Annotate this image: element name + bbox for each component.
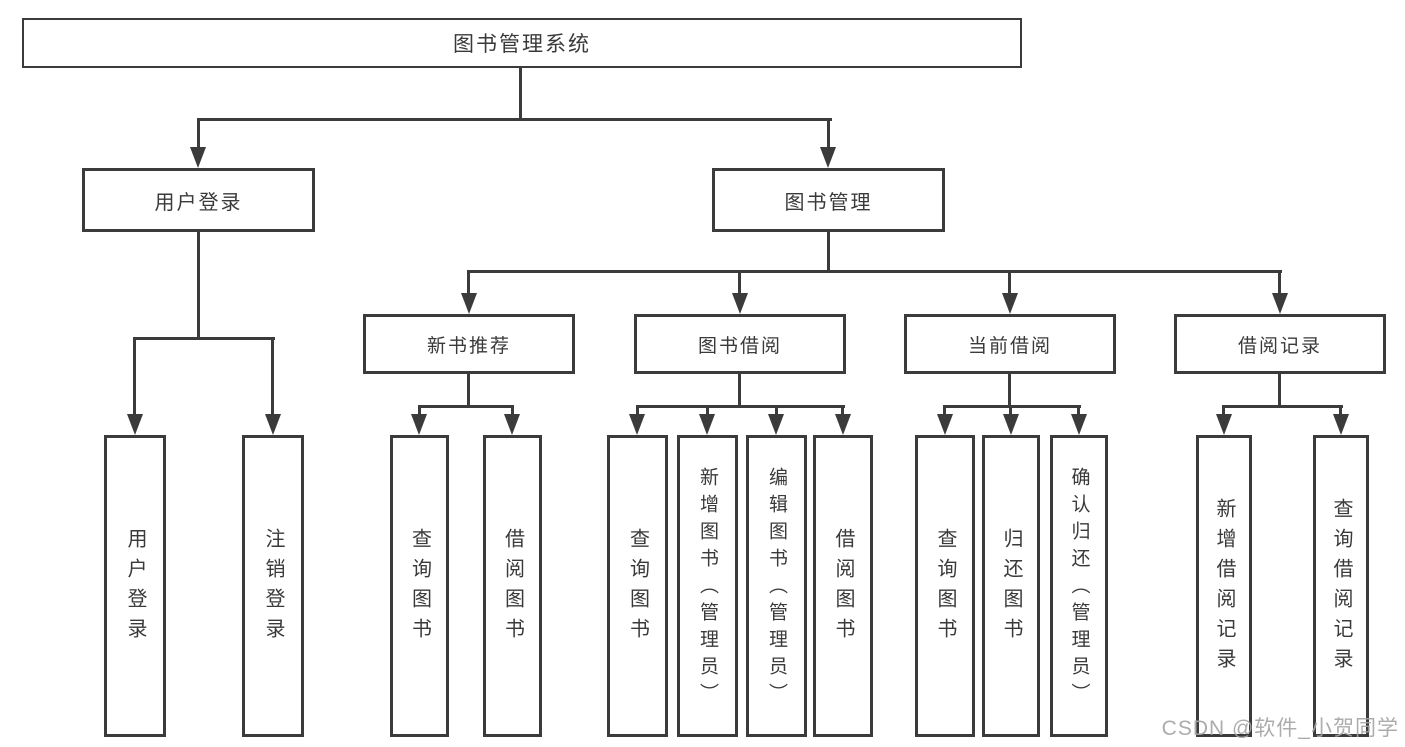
arrow-down-icon	[1002, 293, 1018, 314]
arrow-down-icon	[127, 414, 143, 435]
connector-to-leaf	[1222, 405, 1225, 416]
arrow-down-icon	[835, 414, 851, 435]
arrow-down-icon	[1333, 414, 1349, 435]
node-library-management-system: 图书管理系统	[22, 18, 1022, 68]
connector-book-management-split	[468, 270, 1282, 273]
arrow-down-icon	[629, 414, 645, 435]
connector-to-leaf	[1077, 405, 1080, 416]
arrow-down-icon	[411, 414, 427, 435]
arrow-down-icon	[1272, 293, 1288, 314]
leaf-query-books: 查询图书	[915, 435, 975, 737]
connector-to-l3	[467, 270, 470, 295]
arrow-down-icon	[732, 293, 748, 314]
leaf-query-borrow-record: 查询借阅记录	[1313, 435, 1369, 737]
connector-split	[418, 405, 514, 408]
node-current-borrowing: 当前借阅	[904, 314, 1116, 374]
connector-root-stem	[519, 68, 522, 118]
connector-to-leaf	[775, 405, 778, 416]
connector-split	[943, 405, 1081, 408]
connector-to-leaf	[706, 405, 709, 416]
arrow-down-icon	[504, 414, 520, 435]
connector-stem	[467, 374, 470, 405]
arrow-down-icon	[1216, 414, 1232, 435]
leaf-query-books: 查询图书	[390, 435, 449, 737]
connector-to-leaf	[511, 405, 514, 416]
connector-to-leaf	[133, 337, 136, 416]
connector-stem	[738, 374, 741, 405]
node-user-login: 用户登录	[82, 168, 315, 232]
connector-user-login-stem	[197, 232, 200, 337]
leaf-query-books: 查询图书	[607, 435, 668, 737]
arrow-down-icon	[190, 147, 206, 168]
connector-to-leaf	[841, 405, 844, 416]
connector-to-leaf	[943, 405, 946, 416]
leaf-user-login: 用户登录	[104, 435, 166, 737]
connector-split	[636, 405, 845, 408]
connector-root-split	[197, 118, 832, 121]
connector-to-l3	[1278, 270, 1281, 295]
node-new-book-recommend: 新书推荐	[363, 314, 575, 374]
arrow-down-icon	[768, 414, 784, 435]
connector-to-l3	[1008, 270, 1011, 295]
connector-stem	[1008, 374, 1011, 405]
arrow-down-icon	[1071, 414, 1087, 435]
connector-to-leaf	[636, 405, 639, 416]
connector-to-leaf	[271, 337, 274, 416]
connector-to-leaf	[418, 405, 421, 416]
leaf-confirm-return-admin: 确认归还（管理员）	[1050, 435, 1108, 737]
connector-user-login-split	[133, 337, 275, 340]
connector-stem	[1278, 374, 1281, 405]
node-book-borrowing: 图书借阅	[634, 314, 846, 374]
node-borrowing-records: 借阅记录	[1174, 314, 1386, 374]
arrow-down-icon	[265, 414, 281, 435]
leaf-borrow-books: 借阅图书	[813, 435, 873, 737]
connector-book-management-stem	[827, 232, 830, 270]
connector-to-leaf	[1339, 405, 1342, 416]
connector-to-book-management	[827, 118, 830, 150]
arrow-down-icon	[1003, 414, 1019, 435]
node-book-management: 图书管理	[712, 168, 945, 232]
connector-to-l3	[738, 270, 741, 295]
connector-split	[1222, 405, 1343, 408]
leaf-edit-book-admin: 编辑图书（管理员）	[746, 435, 807, 737]
arrow-down-icon	[699, 414, 715, 435]
csdn-watermark: CSDN @软件_小贺同学	[1161, 717, 1399, 740]
connector-to-user-login	[197, 118, 200, 150]
leaf-return-book: 归还图书	[982, 435, 1040, 737]
connector-to-leaf	[1009, 405, 1012, 416]
arrow-down-icon	[820, 147, 836, 168]
leaf-add-book-admin: 新增图书（管理员）	[677, 435, 738, 737]
arrow-down-icon	[461, 293, 477, 314]
leaf-add-borrow-record: 新增借阅记录	[1196, 435, 1252, 737]
leaf-borrow-books: 借阅图书	[483, 435, 542, 737]
arrow-down-icon	[937, 414, 953, 435]
leaf-logout: 注销登录	[242, 435, 304, 737]
